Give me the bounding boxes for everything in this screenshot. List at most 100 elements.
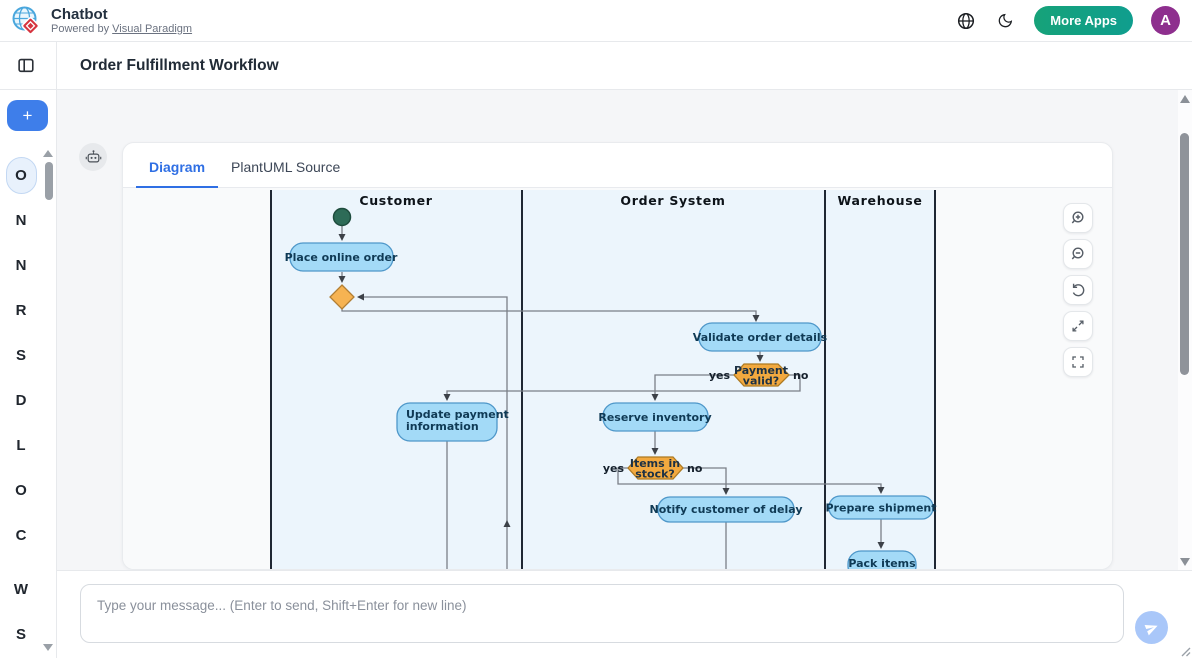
resize-grip[interactable] bbox=[1178, 644, 1191, 657]
activity-diagram: Customer Order System Warehouse bbox=[123, 188, 1112, 570]
diagram-viewport: Customer Order System Warehouse bbox=[123, 188, 1112, 570]
conversation-initial: N bbox=[16, 212, 27, 229]
fullscreen-icon bbox=[1070, 354, 1086, 370]
chat-scroll-up-arrow[interactable] bbox=[1180, 95, 1190, 103]
conversation-item[interactable]: C bbox=[0, 513, 42, 558]
sidebar-scroll-up-arrow[interactable] bbox=[43, 150, 53, 157]
message-input[interactable] bbox=[80, 584, 1124, 643]
node-label: Validate order details bbox=[693, 331, 828, 344]
node-label: Pack items bbox=[848, 557, 916, 570]
reset-view-button[interactable] bbox=[1063, 275, 1093, 305]
send-button[interactable] bbox=[1135, 611, 1168, 644]
sidebar: + O N N R S D L O C W S bbox=[0, 42, 57, 658]
activity-pack-items: Pack items bbox=[848, 551, 916, 570]
conversation-list: O N N R S D L O C W S bbox=[0, 153, 56, 657]
sidebar-scrollbar-thumb[interactable] bbox=[45, 162, 53, 200]
activity-prepare-shipment: Prepare shipment bbox=[826, 496, 937, 519]
page-title: Order Fulfillment Workflow bbox=[80, 57, 279, 75]
arrows-out-icon bbox=[1070, 318, 1086, 334]
tab-diagram[interactable]: Diagram bbox=[136, 147, 218, 187]
conversation-item[interactable]: S bbox=[0, 333, 42, 378]
lane-label-warehouse: Warehouse bbox=[837, 193, 922, 208]
user-avatar[interactable]: A bbox=[1151, 6, 1180, 35]
brand: Chatbot Powered by Visual Paradigm bbox=[12, 5, 192, 37]
conversation-initial: D bbox=[16, 392, 27, 409]
language-globe-button[interactable] bbox=[955, 10, 977, 32]
visual-paradigm-link[interactable]: Visual Paradigm bbox=[112, 23, 192, 35]
sidebar-toggle-button[interactable] bbox=[16, 56, 36, 75]
main-content: Order Fulfillment Workflow Diagram Plant… bbox=[57, 42, 1192, 658]
conversation-item[interactable]: R bbox=[0, 288, 42, 333]
activity-update-payment-information: Update payment information bbox=[397, 403, 509, 441]
sidebar-scroll-down-arrow[interactable] bbox=[43, 644, 53, 651]
decision-label: valid? bbox=[743, 375, 779, 388]
new-chat-button[interactable]: + bbox=[7, 100, 48, 131]
conversation-initial: L bbox=[16, 437, 25, 454]
message-composer bbox=[57, 570, 1192, 658]
powered-by-prefix: Powered by bbox=[51, 23, 109, 35]
page-title-row: Order Fulfillment Workflow bbox=[57, 42, 1192, 90]
zoom-in-button[interactable] bbox=[1063, 203, 1093, 233]
send-plane-icon bbox=[1144, 620, 1160, 636]
diagram-card: Diagram PlantUML Source bbox=[122, 142, 1113, 570]
lane-label-order-system: Order System bbox=[620, 193, 725, 208]
chat-scrollbar-thumb[interactable] bbox=[1180, 133, 1189, 375]
node-label: Place online order bbox=[285, 251, 398, 264]
conversation-initial: W bbox=[14, 581, 28, 598]
conversation-item[interactable]: L bbox=[0, 423, 42, 468]
dark-mode-button[interactable] bbox=[995, 10, 1016, 31]
decision-items-in-stock: Items in stock? bbox=[628, 457, 683, 481]
conversation-item[interactable]: O bbox=[0, 153, 42, 198]
start-node bbox=[334, 209, 351, 226]
conversation-item[interactable]: N bbox=[0, 198, 42, 243]
conversation-item[interactable]: N bbox=[0, 243, 42, 288]
conversation-initial: S bbox=[16, 347, 26, 364]
visual-paradigm-logo-icon bbox=[12, 5, 42, 37]
robot-icon bbox=[85, 149, 102, 166]
rotate-ccw-icon bbox=[1070, 282, 1086, 298]
edge-label-no: no bbox=[687, 462, 703, 475]
zoom-in-icon bbox=[1070, 210, 1086, 226]
conversation-item[interactable]: W bbox=[0, 567, 42, 612]
sidebar-toggle-row bbox=[0, 42, 56, 90]
powered-by: Powered by Visual Paradigm bbox=[51, 23, 192, 35]
moon-icon bbox=[997, 12, 1014, 29]
conversation-item[interactable]: O bbox=[0, 468, 42, 513]
diagram-controls bbox=[1063, 203, 1093, 377]
conversation-initial: C bbox=[16, 527, 27, 544]
brand-text: Chatbot Powered by Visual Paradigm bbox=[51, 7, 192, 35]
top-actions: More Apps A bbox=[955, 6, 1180, 35]
edge-label-yes: yes bbox=[603, 462, 625, 475]
bot-avatar bbox=[79, 143, 107, 171]
chat-scroll-down-arrow[interactable] bbox=[1180, 558, 1190, 566]
node-label: Reserve inventory bbox=[598, 411, 711, 424]
more-apps-button[interactable]: More Apps bbox=[1034, 6, 1133, 35]
activity-place-online-order: Place online order bbox=[285, 243, 398, 271]
zoom-out-button[interactable] bbox=[1063, 239, 1093, 269]
chat-scrollbar bbox=[1178, 90, 1192, 570]
node-label: Notify customer of delay bbox=[649, 503, 802, 516]
activity-notify-customer-of-delay: Notify customer of delay bbox=[649, 497, 802, 522]
app-title: Chatbot bbox=[51, 7, 192, 23]
tabs-bar: Diagram PlantUML Source bbox=[123, 143, 1112, 188]
node-label: information bbox=[406, 420, 479, 433]
decision-payment-valid: Payment valid? bbox=[734, 364, 789, 388]
conversation-initial: O bbox=[15, 482, 27, 499]
edge-label-yes: yes bbox=[709, 369, 731, 382]
panel-toggle-icon bbox=[18, 58, 34, 73]
activity-validate-order-details: Validate order details bbox=[693, 323, 828, 351]
conversation-initial: N bbox=[16, 257, 27, 274]
fullscreen-button[interactable] bbox=[1063, 347, 1093, 377]
zoom-out-icon bbox=[1070, 246, 1086, 262]
chat-area: Diagram PlantUML Source bbox=[57, 90, 1192, 570]
expand-button[interactable] bbox=[1063, 311, 1093, 341]
conversation-item[interactable]: S bbox=[0, 612, 42, 657]
globe-icon bbox=[957, 12, 975, 30]
conversation-item[interactable]: D bbox=[0, 378, 42, 423]
top-header: Chatbot Powered by Visual Paradigm More … bbox=[0, 0, 1192, 42]
edge-label-no: no bbox=[793, 369, 809, 382]
conversation-initial: R bbox=[16, 302, 27, 319]
tab-plantuml-source[interactable]: PlantUML Source bbox=[218, 147, 353, 187]
activity-reserve-inventory: Reserve inventory bbox=[598, 403, 711, 431]
